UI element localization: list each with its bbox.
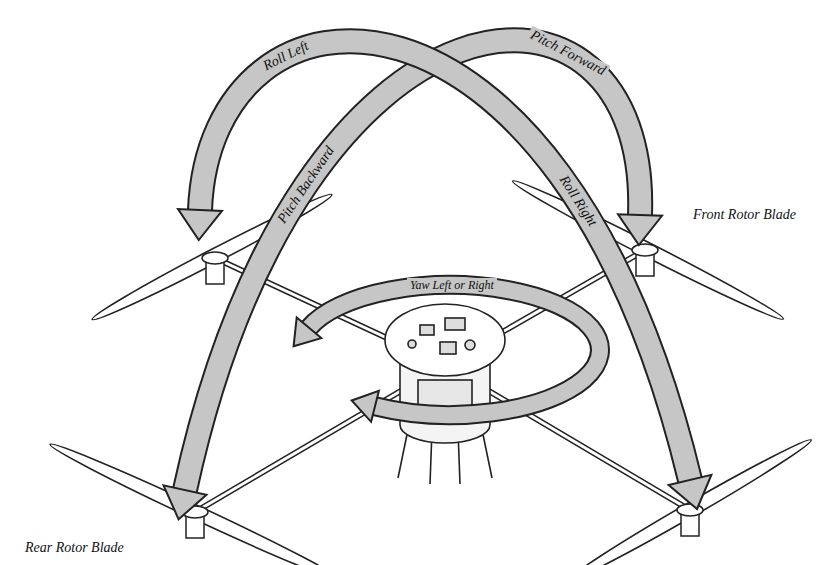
motion-label: Roll Right	[554, 171, 602, 233]
board-component	[408, 340, 416, 348]
yaw-arrow	[294, 285, 600, 422]
motor-hub	[632, 244, 658, 256]
arrow-band-outline	[185, 40, 640, 490]
arrowhead	[618, 214, 662, 245]
arrowhead	[352, 391, 379, 422]
motion-label: Roll Left	[258, 37, 314, 76]
motor-hub	[202, 252, 228, 264]
motion-label: Pitch Backward	[273, 141, 340, 229]
arrow-band-outline	[309, 285, 600, 415]
roll-arrow	[178, 41, 711, 509]
rotor-blades	[47, 175, 815, 565]
motion-label: Yaw Left or Right	[407, 278, 497, 292]
arrowhead	[164, 485, 207, 519]
board-component	[420, 325, 434, 335]
arrow-band	[185, 40, 640, 490]
arrow-band	[200, 41, 690, 480]
arrow-band	[309, 285, 600, 415]
part-label: Rear Rotor Blade	[22, 540, 127, 556]
arrowhead	[178, 209, 222, 240]
arrow-band-outline	[200, 41, 690, 480]
board-component	[440, 342, 456, 354]
part-label: Front Rotor Blade	[690, 207, 799, 223]
control-board	[385, 304, 505, 376]
board-component	[465, 340, 475, 350]
board-component	[445, 318, 465, 330]
central-body	[385, 304, 505, 484]
arrowhead	[669, 475, 712, 509]
arrowhead	[294, 318, 322, 347]
motion-label: Pitch Forward	[525, 26, 611, 81]
